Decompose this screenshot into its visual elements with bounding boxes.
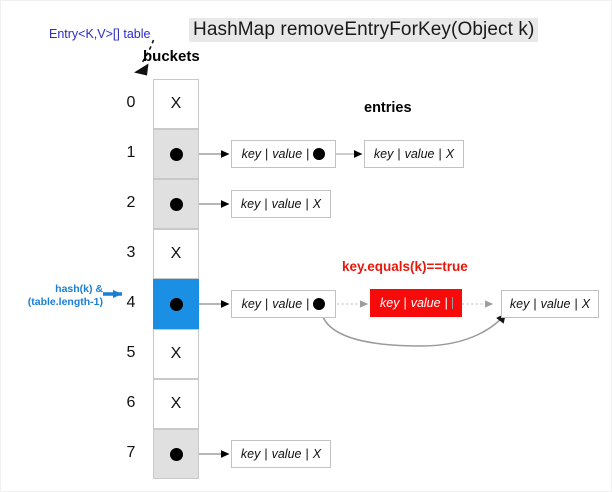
field-separator: | (265, 147, 269, 161)
next-null-glyph: X (581, 297, 591, 311)
bucket-cell-0[interactable]: X (153, 79, 199, 129)
field-separator: | (574, 297, 578, 311)
entry-value: value (272, 297, 303, 311)
entry-key: key (241, 147, 262, 161)
entry-value: value (540, 297, 571, 311)
pointer-dot-icon (169, 147, 183, 161)
null-glyph: X (170, 345, 182, 362)
bucket-cell-7[interactable] (153, 429, 199, 479)
entry-node-e4c[interactable]: key | value | X (501, 290, 599, 318)
next-null-glyph: X (312, 197, 322, 211)
buckets-header: buckets (143, 48, 200, 65)
field-separator: | (265, 297, 269, 311)
bucket-cell-4[interactable] (153, 279, 199, 329)
next-null-glyph: X (445, 147, 455, 161)
entry-key: key (240, 197, 261, 211)
entry-value: value (404, 147, 435, 161)
bucket-index-0: 0 (126, 94, 136, 111)
entry-value: value (271, 197, 302, 211)
field-separator: | (264, 197, 268, 211)
entry-key: key (373, 147, 394, 161)
bucket-index-6: 6 (126, 394, 136, 411)
key-equals-annotation: key.equals(k)==true (342, 259, 468, 274)
bucket-cell-2[interactable] (153, 179, 199, 229)
bucket-cell-5[interactable]: X (153, 329, 199, 379)
field-separator: | (264, 447, 268, 461)
field-separator: | (397, 147, 401, 161)
entries-header: entries (364, 100, 412, 116)
page-title: HashMap removeEntryForKey(Object k) (189, 18, 539, 42)
bucket-index-1: 1 (126, 144, 136, 161)
next-pointer-dot-icon (313, 298, 326, 310)
hash-index-annotation: hash(k) & (table.length-1) (27, 283, 103, 308)
entry-key: key (241, 297, 262, 311)
null-glyph: X (170, 95, 182, 112)
bucket-cell-3[interactable]: X (153, 229, 199, 279)
null-glyph: X (170, 395, 182, 412)
field-separator: | (444, 296, 448, 310)
bucket-index-3: 3 (126, 244, 136, 261)
bucket-index-4: 4 (126, 294, 136, 311)
entry-node-e7a[interactable]: key | value | X (231, 440, 331, 468)
pointer-dot-icon (169, 197, 183, 211)
field-separator: | (305, 197, 309, 211)
entry-value: value (410, 296, 441, 310)
field-separator: | (438, 147, 442, 161)
entry-key: key (509, 297, 530, 311)
bucket-index-5: 5 (126, 344, 136, 361)
entry-value: value (271, 447, 302, 461)
entry-node-e2a[interactable]: key | value | X (231, 190, 331, 218)
entry-node-e4b-target[interactable]: key | value | (370, 289, 462, 317)
next-pointer-dot-icon (313, 148, 326, 160)
field-separator: | (306, 147, 310, 161)
null-glyph: X (170, 245, 182, 262)
entry-value: value (272, 147, 303, 161)
bucket-array: X X X X (153, 79, 199, 479)
field-separator: | (533, 297, 537, 311)
bucket-index-2: 2 (126, 194, 136, 211)
entry-node-e4a[interactable]: key | value | (231, 290, 336, 318)
entry-key: key (380, 296, 400, 310)
bucket-cell-6[interactable]: X (153, 379, 199, 429)
field-separator: | (306, 297, 310, 311)
entry-node-e1a[interactable]: key | value | (231, 140, 336, 168)
next-null-glyph: X (312, 447, 322, 461)
bucket-index-7: 7 (126, 444, 136, 461)
entry-node-e1b[interactable]: key | value | X (364, 140, 464, 168)
field-separator: | (305, 447, 309, 461)
bucket-cell-1[interactable] (153, 129, 199, 179)
entry-key: key (240, 447, 261, 461)
pointer-dot-icon (169, 297, 183, 311)
table-type-label: Entry<K,V>[] table (49, 27, 151, 41)
field-separator: | (403, 296, 407, 310)
pointer-dot-icon (169, 447, 183, 461)
